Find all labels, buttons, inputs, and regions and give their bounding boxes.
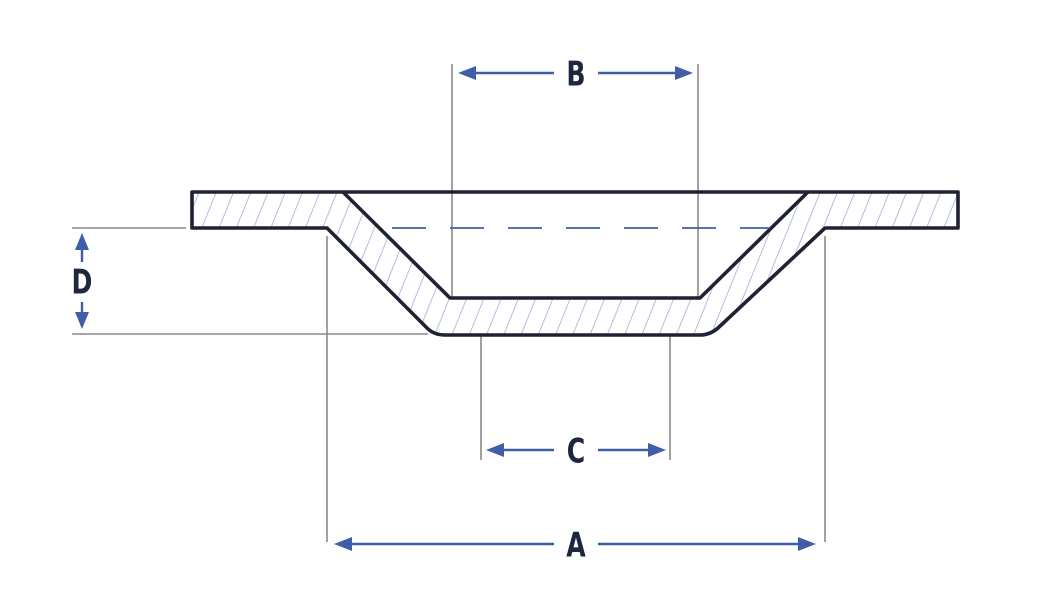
- dimension-label-d: D: [72, 263, 93, 303]
- dimension-label-b: B: [566, 55, 585, 95]
- arrowhead-a-right: [798, 537, 816, 551]
- arrowhead-c-left: [486, 443, 504, 457]
- dimension-label-c: C: [567, 432, 585, 472]
- dimension-label-a: A: [566, 526, 585, 566]
- dimension-a: A: [334, 526, 816, 566]
- arrowhead-b-left: [458, 66, 476, 80]
- dimension-b: B: [458, 55, 693, 95]
- dimension-d: D: [72, 233, 93, 329]
- dimension-c: C: [486, 432, 666, 472]
- arrowhead-d-top: [75, 233, 89, 250]
- washer-cross-section: [190, 190, 960, 337]
- arrowhead-d-bottom: [75, 312, 89, 329]
- arrowhead-b-right: [675, 66, 693, 80]
- arrowhead-c-right: [648, 443, 666, 457]
- arrowhead-a-left: [334, 537, 352, 551]
